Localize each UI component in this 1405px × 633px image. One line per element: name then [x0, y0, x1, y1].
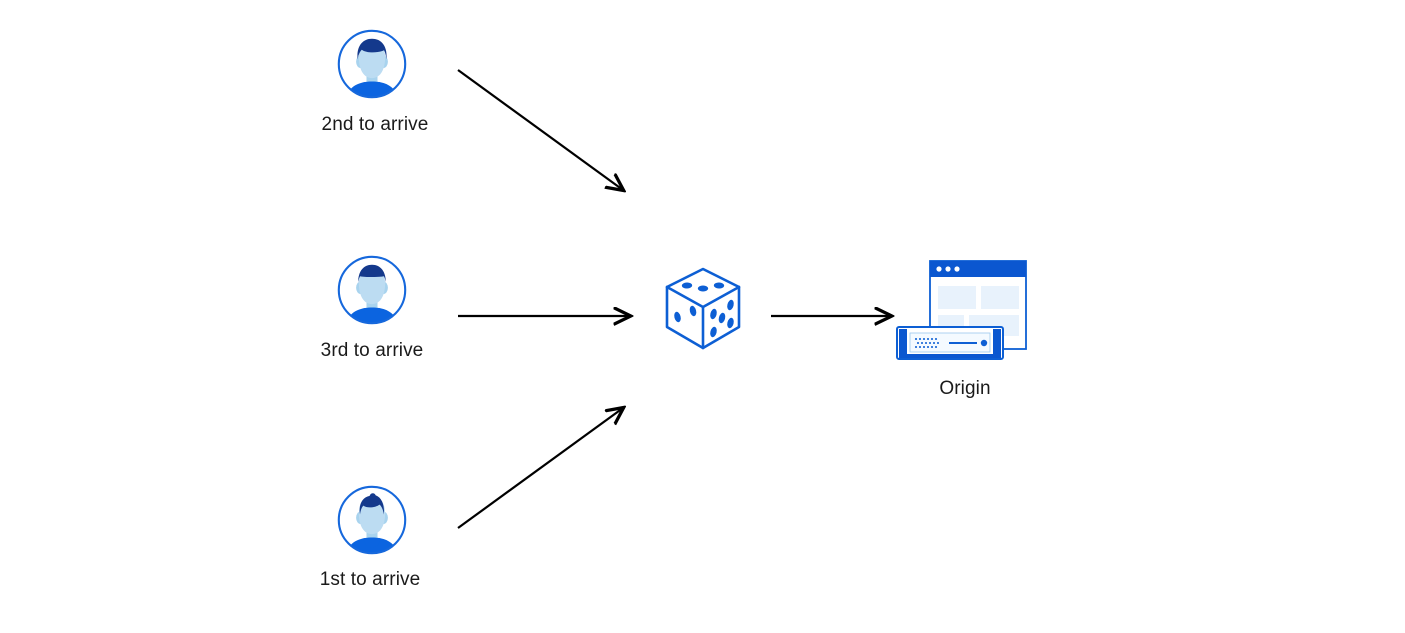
client-label-first: 1st to arrive — [319, 569, 421, 590]
origin-server-website-icon — [896, 260, 1027, 360]
origin-node[interactable] — [893, 255, 1033, 367]
client-node-third[interactable] — [336, 254, 408, 326]
user-avatar-icon — [337, 255, 407, 325]
server-appliance-icon — [896, 326, 1004, 360]
origin-label: Origin — [939, 378, 991, 399]
client-node-second[interactable] — [336, 28, 408, 100]
client-label-second: 2nd to arrive — [321, 114, 429, 135]
client-node-first[interactable] — [336, 484, 408, 556]
dice-icon — [665, 267, 741, 350]
client-label-third: 3rd to arrive — [320, 340, 424, 361]
randomizer-die-node[interactable] — [660, 264, 746, 356]
arrow-first-to-die — [457, 408, 623, 529]
user-avatar-icon — [337, 485, 407, 555]
user-avatar-icon — [337, 29, 407, 99]
